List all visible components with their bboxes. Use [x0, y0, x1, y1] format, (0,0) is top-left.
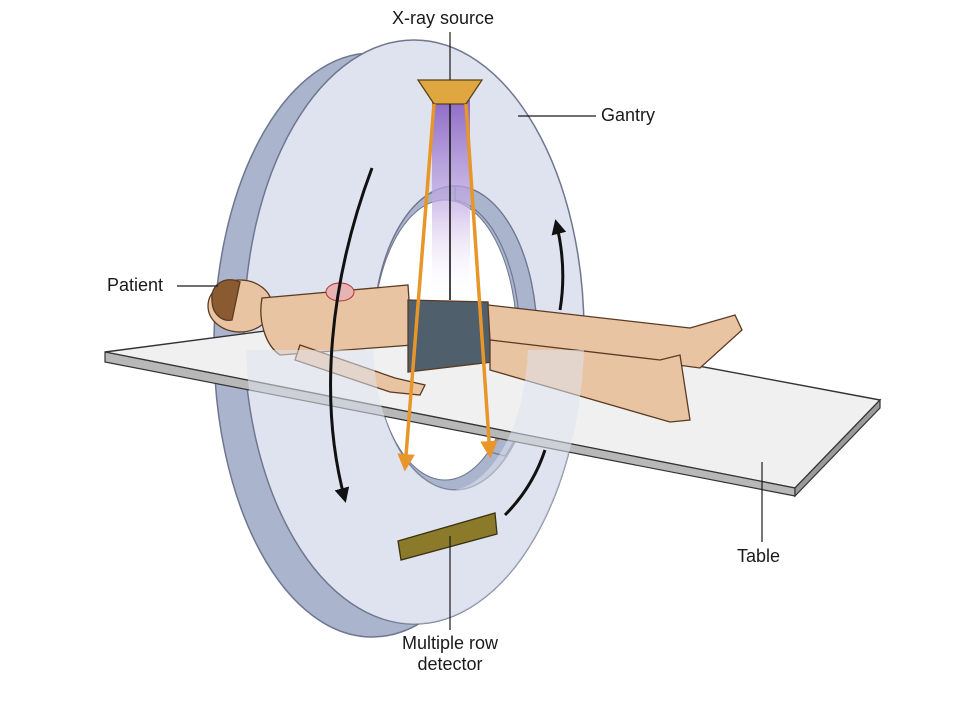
label-detector-line2: detector — [417, 654, 483, 674]
label-table: Table — [737, 546, 781, 566]
xray-beam — [432, 100, 470, 300]
patient-torso — [260, 284, 413, 356]
rotation-arrow-icon — [329, 167, 374, 503]
beam-arrow-icon — [397, 103, 436, 472]
label-detector: Multiple row detector — [380, 633, 520, 675]
rotation-arrow-icon — [551, 219, 567, 311]
label-xray-source: X-ray source — [392, 8, 495, 28]
patient-hair — [211, 279, 241, 321]
table-edge-right — [794, 398, 881, 498]
rotation-arrow-lower — [503, 449, 547, 517]
beam-arrow-icon — [464, 103, 498, 459]
label-patient: Patient — [107, 275, 164, 295]
patient-figure — [207, 279, 743, 423]
detector-block — [397, 512, 498, 561]
label-detector-line1: Multiple row — [401, 633, 499, 653]
label-gantry: Gantry — [601, 105, 656, 125]
